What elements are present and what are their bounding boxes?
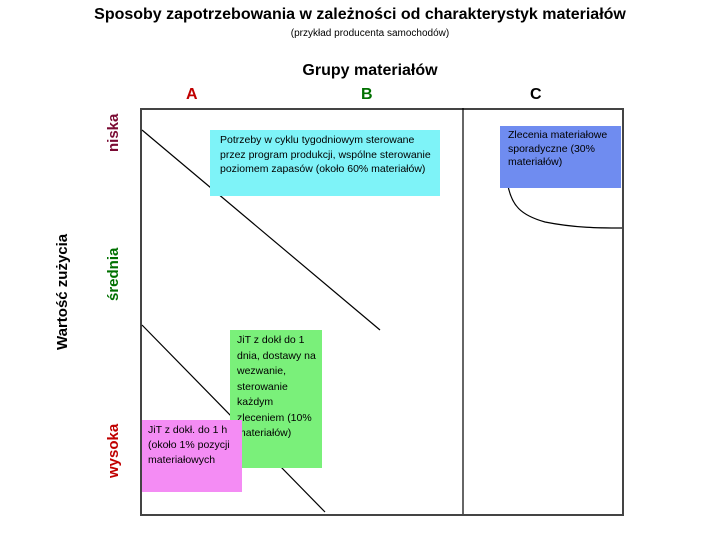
jit-hour-box: JiT z dokł. do 1 h (około 1% pozycji mat… <box>142 420 242 492</box>
boundary-line-a-b-upper <box>141 129 381 331</box>
page-subtitle: (przykład producenta samochodów) <box>290 28 450 39</box>
matrix-frame <box>140 108 624 516</box>
column-label-c: C <box>530 86 542 103</box>
sporadic-orders-box: Zlecenia materiałowe sporadyczne (30% ma… <box>500 126 621 188</box>
column-group-heading: Grupy materiałów <box>302 62 438 79</box>
column-label-b: B <box>361 86 373 103</box>
column-label-a: A <box>186 86 198 103</box>
boundary-curve-c <box>507 185 623 229</box>
jit-day-box: JiT z dokł do 1 dnia, dostawy na wezwani… <box>230 330 322 468</box>
weekly-demand-box: Potrzeby w cyklu tygodniowym sterowane p… <box>210 130 440 196</box>
page-title: Sposoby zapotrzebowania w zależności od … <box>94 6 626 23</box>
